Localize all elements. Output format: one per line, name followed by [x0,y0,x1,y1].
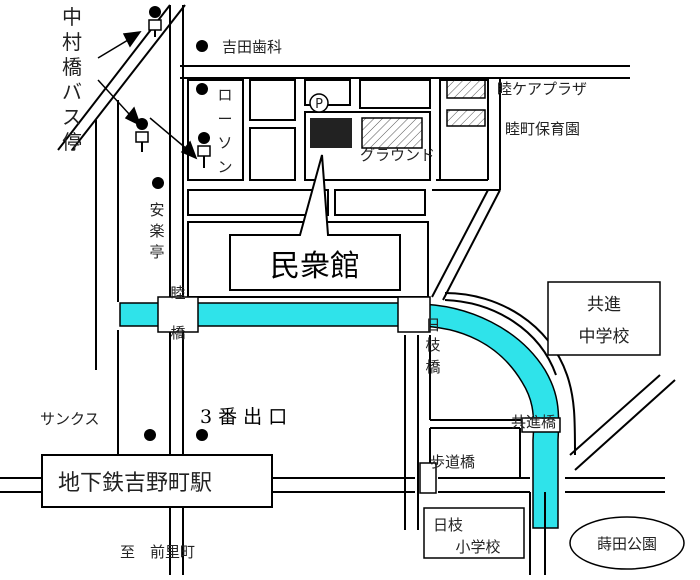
svg-text:日枝: 日枝 [433,516,463,534]
svg-text:橋: 橋 [170,324,185,342]
hie-bridge [397,296,431,333]
mutsumi-bridge [157,296,199,333]
dot-marker-icon [144,429,156,441]
svg-text:安: 安 [149,201,164,219]
sanks-label: サンクス [40,410,100,428]
svg-text:ソ: ソ [217,134,232,152]
nursery-hatch [446,109,486,127]
svg-text:橋: 橋 [425,358,440,376]
park: 蒔田公園 [569,516,685,570]
mutsumi-nursery-label: 睦町保育園 [505,120,580,138]
exit3-label: 3 番 出 口 [200,406,287,428]
kyoshin-school: 共進 中学校 [547,281,661,356]
river-curve [414,303,560,529]
bus-stop-icon [148,6,162,37]
bus-stop-label: 中 村 橋 バ ス 停 [62,5,82,154]
footbridge [419,462,437,494]
anrakutei-label: 安 楽 亭 [149,201,164,261]
svg-text:バ: バ [62,80,82,104]
minshukan-label: 民衆館 [270,249,360,284]
kyoshin-bridge [521,417,561,433]
svg-text:ロ: ロ [217,86,232,104]
care-plaza-hatch [446,79,486,99]
svg-text:停: 停 [62,130,82,154]
svg-text:中学校: 中学校 [579,327,630,347]
lawson-label: ロ ー ソ ン [217,86,232,176]
svg-text:亭: 亭 [149,243,164,261]
yoshida-dental-label: 吉田歯科 [222,38,282,56]
parking-icon: P [309,93,329,113]
svg-text:橋: 橋 [62,55,82,79]
svg-text:日: 日 [425,316,440,334]
minshukan-callout: 民衆館 [229,154,401,291]
mutsumi-bridge-label: 睦 橋 [170,284,185,342]
dot-marker-icon [196,83,208,95]
mutsumi-care-label: 睦ケアプラザ [497,80,587,98]
ground-label: グラウンド [360,146,435,164]
station: 地下鉄吉野町駅 [41,454,273,508]
svg-text:中: 中 [62,5,82,29]
svg-text:小学校: 小学校 [455,538,500,556]
dot-marker-icon [196,429,208,441]
svg-text:村: 村 [62,30,82,54]
svg-text:共進: 共進 [587,295,621,315]
svg-text:ス: ス [62,105,82,129]
svg-text:枝: 枝 [425,336,440,354]
dot-marker-icon [196,40,208,52]
svg-text:ン: ン [217,158,232,176]
svg-text:P: P [315,97,323,112]
svg-text:蒔田公園: 蒔田公園 [597,535,657,553]
svg-text:楽: 楽 [149,222,164,240]
footbridge-label: 歩道橋 [430,453,475,471]
ground-hatch [361,117,423,149]
dot-marker-icon [152,177,164,189]
bridges [157,296,561,494]
minshukan-building [310,118,352,148]
hie-bridge-label: 日 枝 橋 [425,316,440,376]
station-label: 地下鉄吉野町駅 [58,471,212,496]
svg-text:睦: 睦 [170,284,185,302]
roads [0,4,676,575]
hie-school: 日枝 小学校 [423,507,525,559]
arrow-icon [97,31,198,160]
direction-label: 至 前里町 [120,543,195,561]
bus-stop-icon [197,132,211,168]
kyoshin-bridge-label: 共進橋 [511,413,556,431]
svg-text:ー: ー [217,110,232,128]
